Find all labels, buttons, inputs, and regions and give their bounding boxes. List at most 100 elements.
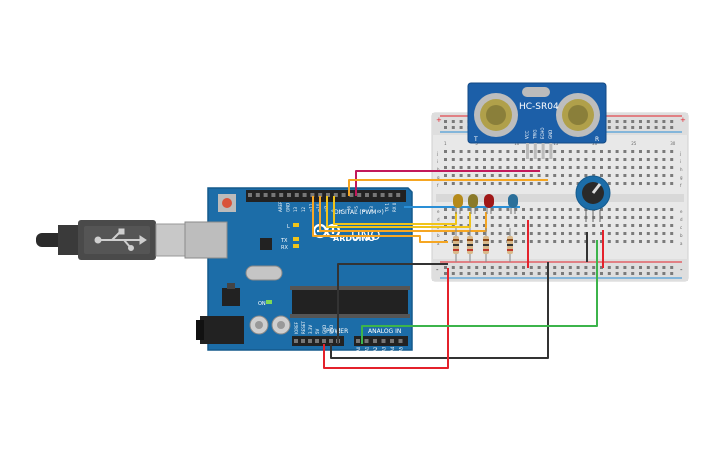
bb-hole[interactable] bbox=[568, 166, 572, 169]
bb-hole[interactable] bbox=[662, 272, 666, 275]
bb-hole[interactable] bbox=[568, 240, 572, 243]
bb-hole[interactable] bbox=[646, 216, 650, 219]
bb-hole[interactable] bbox=[662, 126, 666, 129]
bb-hole[interactable] bbox=[506, 216, 510, 219]
bb-hole[interactable] bbox=[506, 266, 510, 269]
bb-hole[interactable] bbox=[459, 166, 463, 169]
bb-hole[interactable] bbox=[545, 224, 549, 227]
bb-hole[interactable] bbox=[451, 272, 455, 275]
bb-hole[interactable] bbox=[662, 232, 666, 235]
bb-hole[interactable] bbox=[545, 166, 549, 169]
header-pin[interactable] bbox=[396, 193, 401, 197]
bb-hole[interactable] bbox=[646, 182, 650, 185]
bb-hole[interactable] bbox=[568, 174, 572, 177]
bb-hole[interactable] bbox=[623, 208, 627, 211]
bb-hole[interactable] bbox=[631, 216, 635, 219]
bb-hole[interactable] bbox=[623, 120, 627, 123]
bb-hole[interactable] bbox=[459, 174, 463, 177]
bb-hole[interactable] bbox=[623, 166, 627, 169]
bb-hole[interactable] bbox=[639, 266, 642, 269]
bb-hole[interactable] bbox=[584, 208, 588, 211]
bb-hole[interactable] bbox=[553, 150, 557, 153]
bb-hole[interactable] bbox=[607, 208, 611, 211]
bb-hole[interactable] bbox=[584, 150, 588, 153]
bb-hole[interactable] bbox=[475, 208, 479, 211]
bb-hole[interactable] bbox=[529, 266, 533, 269]
bb-hole[interactable] bbox=[584, 240, 588, 243]
bb-hole[interactable] bbox=[670, 224, 674, 227]
header-pin[interactable] bbox=[310, 193, 315, 197]
wire-black-gnd[interactable] bbox=[330, 262, 549, 359]
analog-pin[interactable] bbox=[390, 339, 394, 343]
header-pin[interactable] bbox=[294, 193, 299, 197]
bb-hole[interactable] bbox=[498, 174, 502, 177]
bb-hole[interactable] bbox=[475, 272, 479, 275]
bb-hole[interactable] bbox=[607, 126, 611, 129]
bb-hole[interactable] bbox=[607, 216, 611, 219]
bb-hole[interactable] bbox=[553, 208, 557, 211]
bb-hole[interactable] bbox=[592, 266, 596, 269]
bb-hole[interactable] bbox=[654, 182, 658, 185]
bb-hole[interactable] bbox=[490, 224, 494, 227]
bb-hole[interactable] bbox=[522, 166, 525, 169]
bb-hole[interactable] bbox=[607, 232, 611, 235]
led-yellow-1[interactable] bbox=[453, 194, 463, 214]
bb-hole[interactable] bbox=[584, 174, 588, 177]
wire-yellow-1[interactable] bbox=[333, 196, 457, 225]
bb-hole[interactable] bbox=[615, 224, 619, 227]
bb-hole[interactable] bbox=[568, 158, 572, 161]
led-yellow-2[interactable] bbox=[468, 194, 478, 214]
power-pin[interactable] bbox=[294, 339, 298, 343]
bb-hole[interactable] bbox=[459, 126, 463, 129]
bb-hole[interactable] bbox=[537, 208, 541, 211]
bb-hole[interactable] bbox=[561, 208, 564, 211]
bb-hole[interactable] bbox=[615, 216, 619, 219]
bb-hole[interactable] bbox=[639, 166, 642, 169]
bb-hole[interactable] bbox=[522, 232, 525, 235]
bb-hole[interactable] bbox=[553, 174, 557, 177]
bb-hole[interactable] bbox=[537, 216, 541, 219]
bb-hole[interactable] bbox=[514, 158, 518, 161]
header-pin[interactable] bbox=[388, 193, 393, 197]
bb-hole[interactable] bbox=[498, 182, 502, 185]
bb-hole[interactable] bbox=[490, 166, 494, 169]
bb-hole[interactable] bbox=[615, 166, 619, 169]
bb-hole[interactable] bbox=[537, 232, 541, 235]
bb-hole[interactable] bbox=[506, 174, 510, 177]
bb-hole[interactable] bbox=[490, 150, 494, 153]
bb-hole[interactable] bbox=[584, 232, 588, 235]
header-pin[interactable] bbox=[287, 193, 291, 197]
bb-hole[interactable] bbox=[537, 182, 541, 185]
bb-hole[interactable] bbox=[475, 216, 479, 219]
bb-hole[interactable] bbox=[623, 272, 627, 275]
bb-hole[interactable] bbox=[654, 150, 658, 153]
bb-hole[interactable] bbox=[568, 150, 572, 153]
bb-hole[interactable] bbox=[522, 150, 525, 153]
bb-hole[interactable] bbox=[475, 158, 479, 161]
header-pin[interactable] bbox=[248, 193, 252, 197]
bb-hole[interactable] bbox=[639, 208, 642, 211]
bb-hole[interactable] bbox=[631, 272, 635, 275]
bb-hole[interactable] bbox=[522, 224, 525, 227]
bb-hole[interactable] bbox=[623, 158, 627, 161]
bb-hole[interactable] bbox=[607, 150, 611, 153]
bb-hole[interactable] bbox=[607, 120, 611, 123]
bb-hole[interactable] bbox=[568, 182, 572, 185]
bb-hole[interactable] bbox=[459, 120, 463, 123]
bb-hole[interactable] bbox=[459, 182, 463, 185]
bb-hole[interactable] bbox=[475, 224, 479, 227]
bb-hole[interactable] bbox=[451, 166, 455, 169]
bb-hole[interactable] bbox=[545, 158, 549, 161]
bb-hole[interactable] bbox=[483, 174, 486, 177]
bb-hole[interactable] bbox=[483, 150, 486, 153]
bb-hole[interactable] bbox=[467, 272, 471, 275]
bb-hole[interactable] bbox=[600, 232, 603, 235]
bb-hole[interactable] bbox=[483, 182, 486, 185]
bb-hole[interactable] bbox=[498, 224, 502, 227]
bb-hole[interactable] bbox=[631, 166, 635, 169]
bb-hole[interactable] bbox=[483, 272, 486, 275]
bb-hole[interactable] bbox=[631, 126, 635, 129]
bb-hole[interactable] bbox=[529, 182, 533, 185]
bb-hole[interactable] bbox=[639, 232, 642, 235]
header-pin[interactable] bbox=[333, 193, 338, 197]
